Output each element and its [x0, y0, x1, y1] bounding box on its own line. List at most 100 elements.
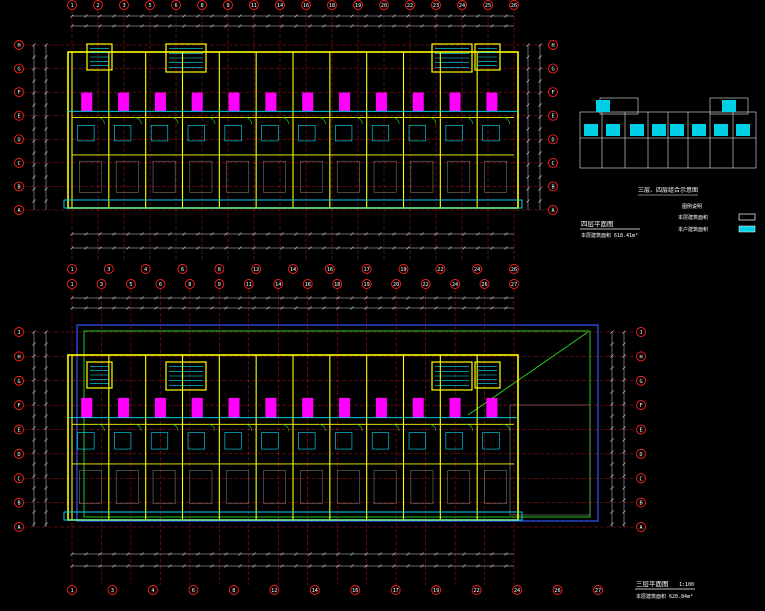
- dimension-tick: [252, 564, 256, 568]
- dimension-tick: [32, 390, 36, 394]
- dimension-tick: [280, 14, 284, 18]
- axis-bubble-right-label: F: [551, 90, 554, 96]
- dimension-tick: [490, 14, 494, 18]
- dimension-tick: [448, 246, 452, 250]
- dimension-tick: [526, 55, 530, 59]
- dimension-tick: [420, 296, 424, 300]
- axis-bubble-bottom-label: 24: [514, 588, 520, 594]
- dimension-tick: [622, 330, 626, 334]
- axis-bubble-bottom-label: 16: [352, 588, 358, 594]
- dimension-tick: [526, 103, 530, 107]
- dimension-tick: [490, 246, 494, 250]
- dimension-tick: [538, 55, 542, 59]
- bathroom-fixture: [412, 92, 424, 112]
- dimension-tick: [610, 378, 614, 382]
- stair-core: [474, 43, 501, 71]
- axis-bubble-bottom-label: 22: [437, 267, 443, 273]
- dimension-tick: [126, 232, 130, 236]
- axis-bubble-right: F: [548, 87, 558, 98]
- axis-bubble-bottom: 24: [512, 585, 523, 595]
- dimension-tick: [322, 552, 326, 556]
- axis-bubble-bottom: 3: [107, 585, 118, 595]
- dimension-tick: [406, 24, 410, 28]
- dimension-tick: [266, 232, 270, 236]
- axis-bubble-top: 8: [184, 279, 195, 289]
- dimension-tick: [622, 426, 626, 430]
- axis-bubble-top-label: 27: [511, 282, 517, 288]
- axis-bubble-left-circle: [14, 497, 24, 508]
- bathroom-fixture: [486, 92, 498, 112]
- axis-bubble-bottom: 4: [147, 585, 158, 595]
- dimension-tick: [294, 24, 298, 28]
- axis-bubble-right: D: [548, 134, 558, 145]
- axis-bubble-bottom-circle: [107, 585, 118, 595]
- dimension-tick: [168, 296, 172, 300]
- dimension-tick: [406, 552, 410, 556]
- dimension-tick: [538, 175, 542, 179]
- dimension-tick: [378, 24, 382, 28]
- axis-bubble-bottom: 22: [435, 264, 446, 274]
- dimension-tick: [308, 14, 312, 18]
- dimension-tick: [490, 552, 494, 556]
- dimension-tick: [70, 296, 74, 300]
- axis-bubble-right-circle: [548, 157, 558, 168]
- dimension-tick: [32, 43, 36, 47]
- axis-bubble-top: 19: [353, 0, 363, 10]
- dimension-tick: [350, 306, 354, 310]
- dimension-tick: [448, 14, 452, 18]
- kitchen-counter: [187, 432, 205, 450]
- bathroom-fixture: [154, 92, 166, 112]
- dimension-tick: [378, 564, 382, 568]
- dimension-tick: [364, 232, 368, 236]
- stair-core: [165, 361, 207, 391]
- dimension-tick: [32, 330, 36, 334]
- axis-bubble-top: 26: [509, 0, 519, 10]
- axis-bubble-bottom: 8: [214, 264, 225, 274]
- dimension-tick: [140, 296, 144, 300]
- dimension-tick: [210, 232, 214, 236]
- axis-bubble-top-label: 11: [251, 3, 257, 9]
- kitchen-counter: [371, 432, 390, 450]
- kitchen-counter: [298, 432, 316, 450]
- door-swing: [134, 117, 142, 125]
- axis-bubble-top-label: 20: [393, 282, 399, 288]
- dimension-tick: [378, 552, 382, 556]
- dimension-tick: [266, 24, 270, 28]
- axis-bubble-left-label: C: [17, 476, 20, 482]
- axis-bubble-top: 11: [249, 0, 259, 10]
- dimension-tick: [526, 115, 530, 119]
- dimension-tick: [420, 246, 424, 250]
- door-swing: [281, 117, 289, 125]
- axis-bubble-left-label: J: [17, 330, 20, 336]
- dimension-tick: [462, 232, 466, 236]
- dimension-tick: [610, 414, 614, 418]
- dimension-tick: [32, 450, 36, 454]
- dimension-tick: [112, 246, 116, 250]
- axis-bubble-bottom-circle: [67, 264, 77, 274]
- dimension-tick: [336, 232, 340, 236]
- bathroom-fixture: [265, 92, 277, 112]
- axis-bubble-top: 18: [332, 279, 343, 289]
- dimension-tick: [476, 296, 480, 300]
- key-plan-hatched-unit: [736, 124, 750, 136]
- dimension-tick: [462, 246, 466, 250]
- dimension-tick: [392, 232, 396, 236]
- dimension-tick: [32, 486, 36, 490]
- dimension-tick: [322, 232, 326, 236]
- dimension-tick: [98, 552, 102, 556]
- axis-bubble-left-circle: [14, 40, 24, 50]
- axis-bubble-bottom-circle: [472, 264, 483, 274]
- axis-bubble-bottom-label: 4: [144, 267, 147, 273]
- axis-bubble-right: C: [548, 157, 558, 168]
- dimension-tick: [610, 522, 614, 526]
- axis-bubble-right-circle: [548, 40, 558, 50]
- dimension-tick: [322, 306, 326, 310]
- dimension-tick: [490, 306, 494, 310]
- dimension-tick: [168, 246, 172, 250]
- axis-bubble-right: G: [636, 375, 646, 386]
- dimension-tick: [168, 232, 172, 236]
- axis-bubble-top-circle: [145, 0, 155, 10]
- axis-bubble-bottom: 14: [309, 585, 320, 595]
- dimension-tick: [308, 552, 312, 556]
- axis-bubble-right-label: C: [639, 476, 642, 482]
